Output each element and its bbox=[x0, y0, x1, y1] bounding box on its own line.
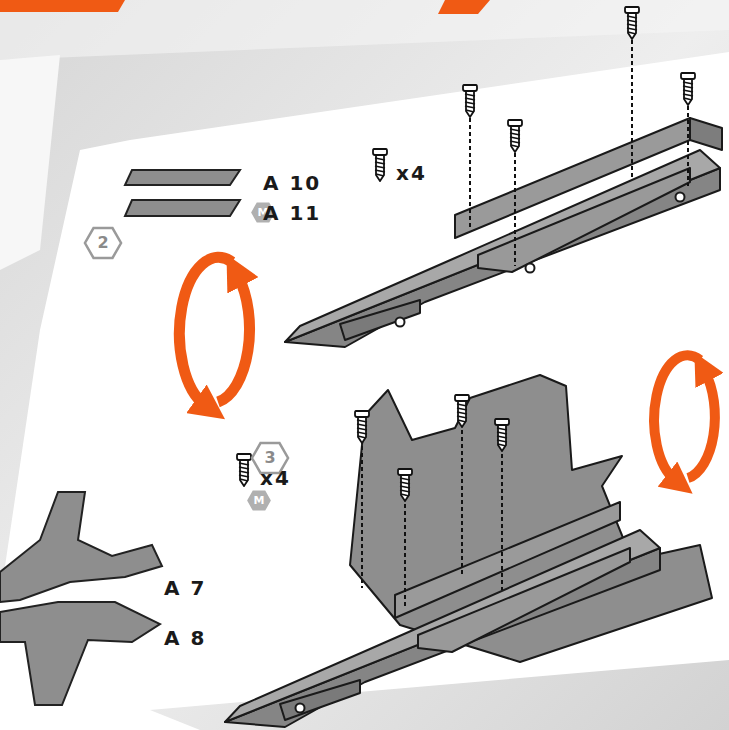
top-stripe bbox=[0, 0, 125, 12]
wing-part bbox=[0, 602, 160, 705]
screw bbox=[455, 395, 469, 427]
screw-icon bbox=[373, 149, 387, 181]
part-icons-step-2 bbox=[125, 170, 240, 216]
guide-line bbox=[361, 446, 363, 588]
screw-guides-step-3 bbox=[362, 430, 502, 606]
guide-line bbox=[461, 430, 463, 575]
screw-hole bbox=[296, 704, 305, 713]
plate-part bbox=[418, 548, 630, 652]
rotate-arrow bbox=[179, 257, 249, 405]
fuselage-top bbox=[285, 150, 720, 342]
rotate-arc bbox=[654, 355, 700, 480]
white-panel bbox=[0, 52, 729, 730]
rotate-arc bbox=[688, 372, 715, 478]
top-stripe bbox=[438, 0, 490, 14]
nose-ledge bbox=[340, 300, 420, 340]
screw bbox=[681, 73, 695, 105]
screw-hole bbox=[676, 193, 685, 202]
guide-line bbox=[631, 40, 633, 180]
part-label: A 8 bbox=[164, 628, 206, 648]
screw-hole bbox=[526, 264, 535, 273]
hardware-code: M bbox=[254, 495, 265, 506]
screw bbox=[398, 469, 412, 501]
step-number-text: 3 bbox=[264, 450, 275, 466]
fuselage-step-3 bbox=[225, 502, 660, 727]
nose-ledge bbox=[280, 680, 360, 720]
screw bbox=[625, 7, 639, 39]
white-panel bbox=[0, 55, 60, 270]
screw bbox=[508, 120, 522, 152]
screw-icon bbox=[237, 454, 251, 486]
part-strip bbox=[125, 170, 240, 185]
fuselage-step-2 bbox=[285, 118, 722, 347]
screw bbox=[355, 411, 369, 443]
hexagon bbox=[249, 492, 270, 510]
rotate-arc bbox=[179, 257, 232, 405]
guide-line bbox=[404, 504, 406, 606]
plate-part bbox=[478, 168, 690, 272]
part-label: x4 bbox=[260, 468, 291, 488]
guide-line bbox=[469, 118, 471, 228]
hardware-badge: M bbox=[248, 491, 270, 510]
fuselage-top bbox=[225, 530, 660, 722]
rail-part bbox=[690, 118, 722, 150]
part-label: A 10 bbox=[263, 173, 321, 193]
part-label: A 11 bbox=[263, 203, 321, 223]
part-label: x4 bbox=[396, 163, 427, 183]
guide-line bbox=[687, 106, 689, 186]
step-number: 2 bbox=[84, 227, 122, 259]
screw-guides-step-2 bbox=[470, 40, 688, 266]
step-number-text: 2 bbox=[97, 235, 108, 251]
part-strip bbox=[125, 200, 240, 216]
rotate-arrow bbox=[654, 355, 715, 480]
guide-line bbox=[514, 153, 516, 266]
screw-hole bbox=[396, 318, 405, 327]
screw bbox=[463, 85, 477, 117]
hexagon bbox=[85, 228, 121, 258]
part-label: A 7 bbox=[164, 578, 206, 598]
part-icons-step-3 bbox=[0, 492, 162, 705]
rotate-arc bbox=[218, 276, 250, 402]
screw bbox=[495, 419, 509, 451]
background-strip bbox=[0, 0, 729, 60]
wing-part bbox=[0, 492, 162, 602]
guide-line bbox=[501, 454, 503, 590]
